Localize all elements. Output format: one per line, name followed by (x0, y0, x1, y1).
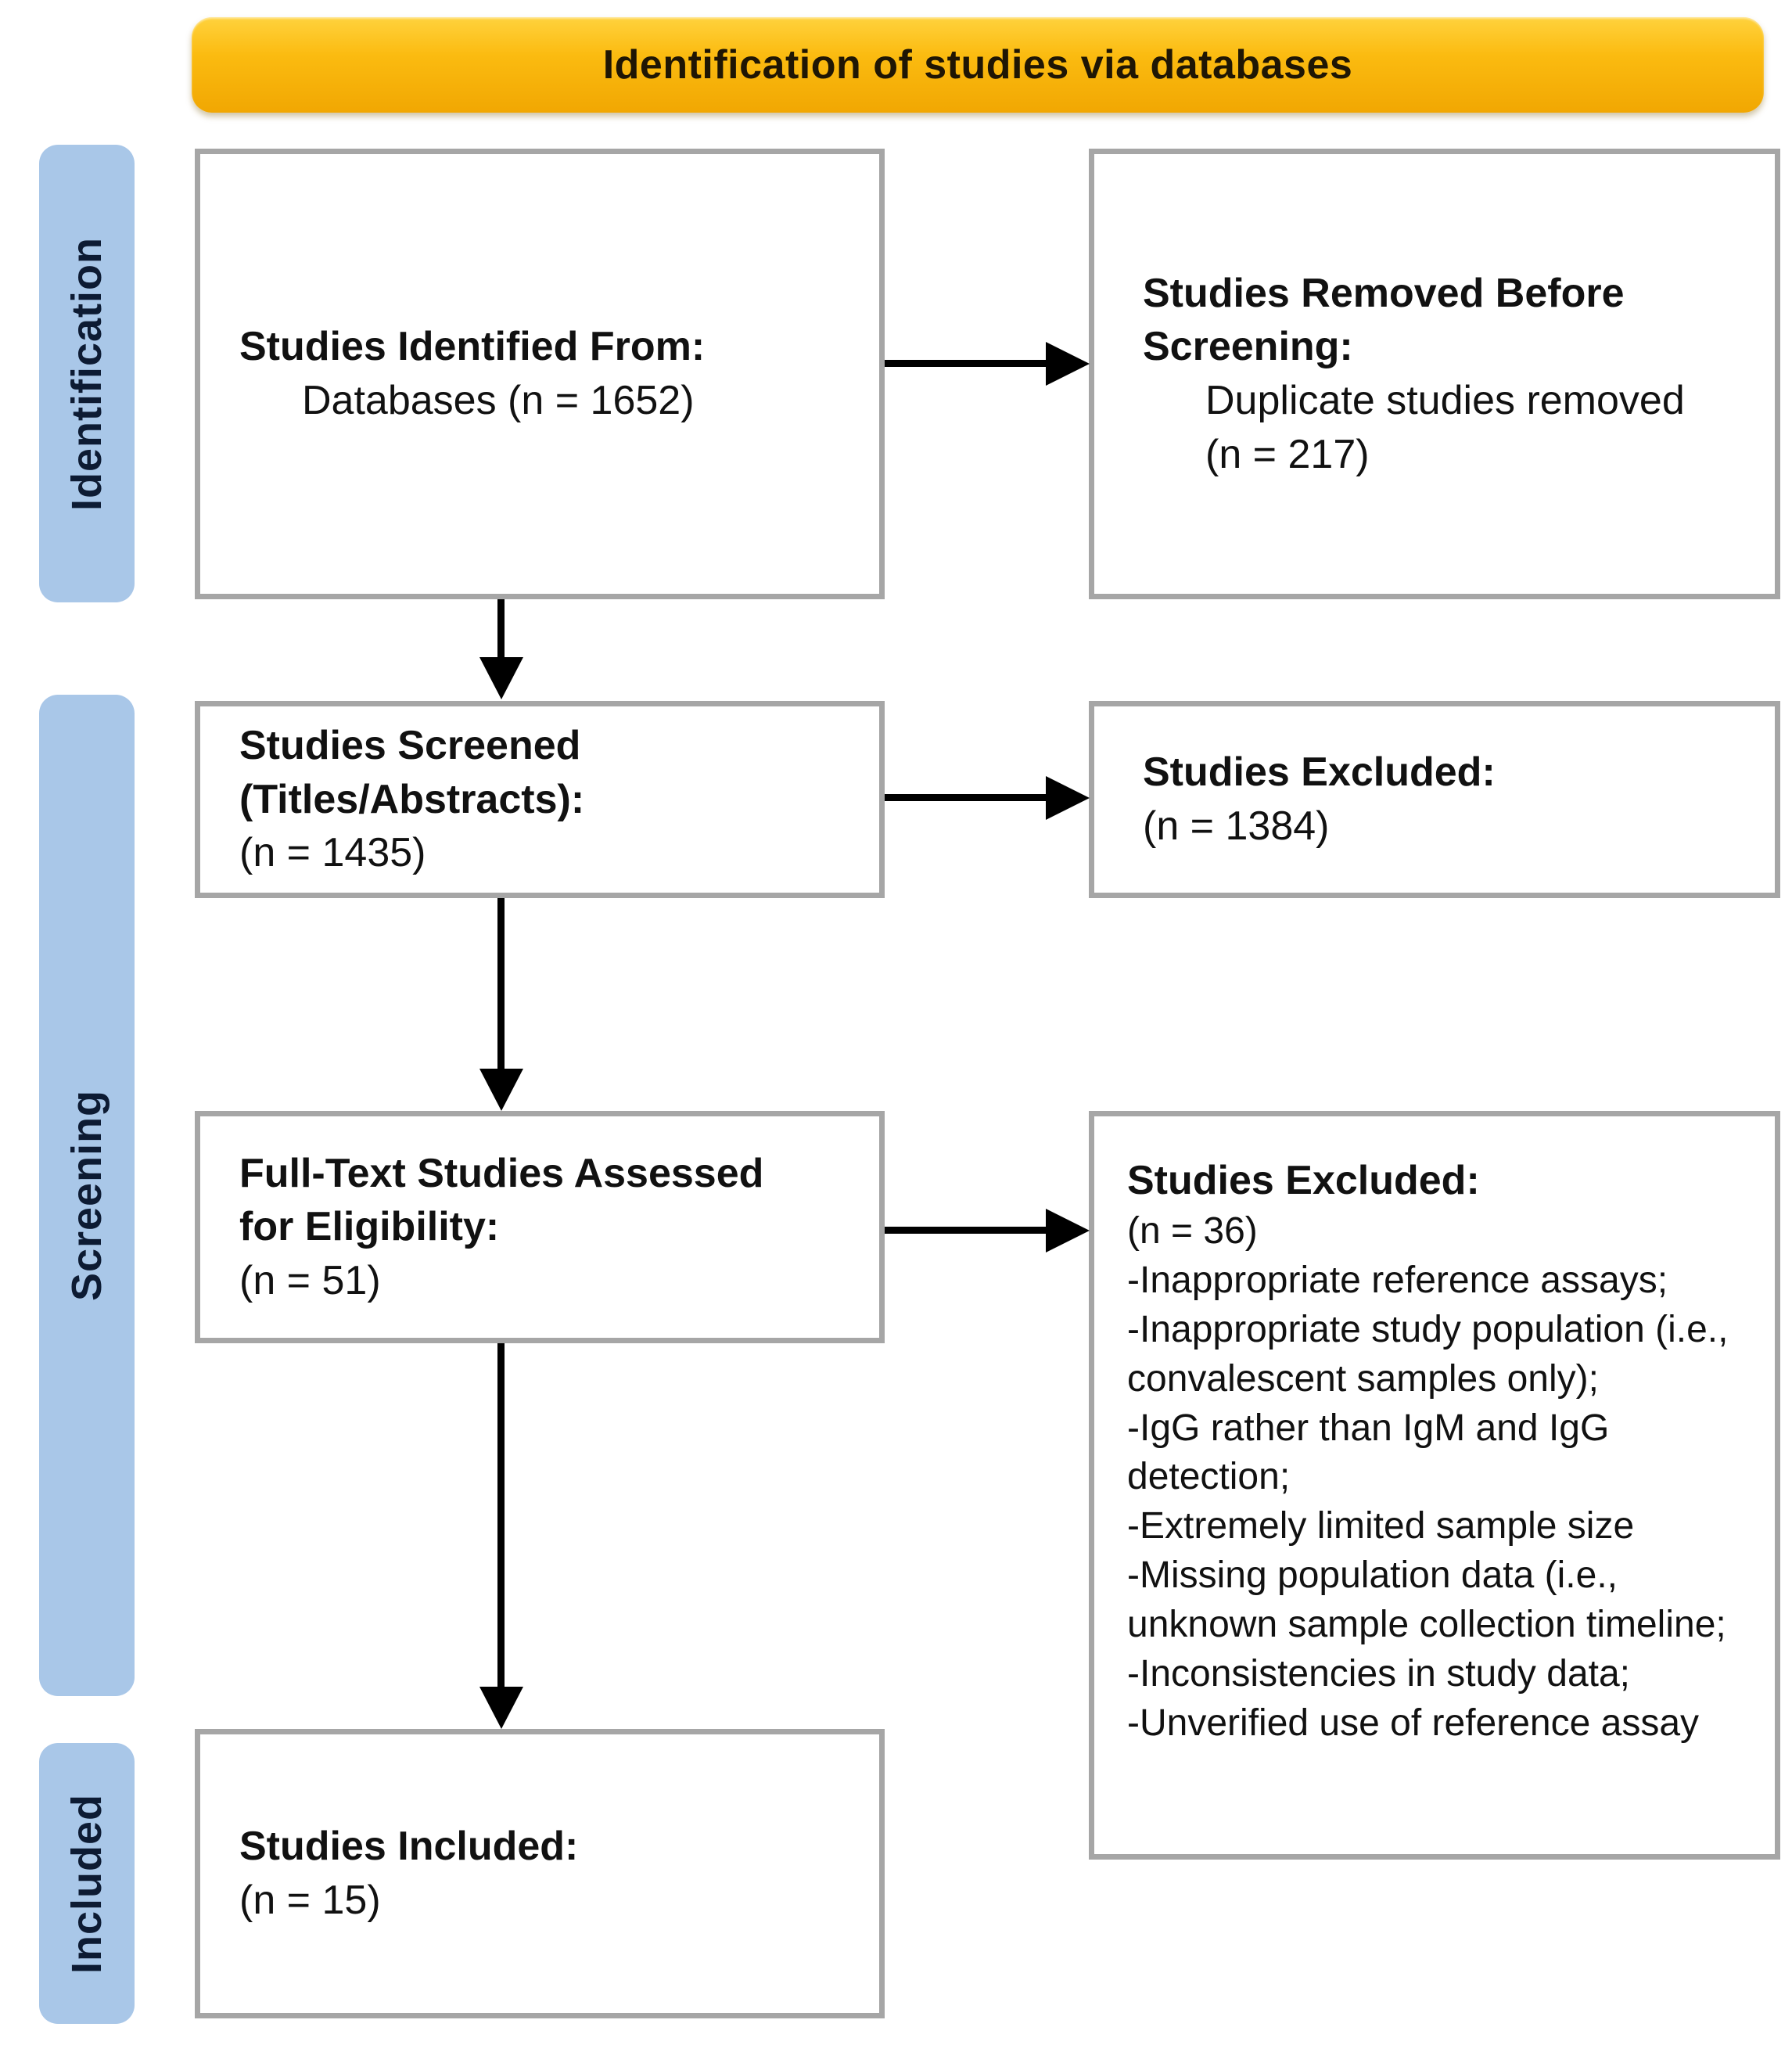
box-count: (n = 36) (1127, 1210, 1258, 1253)
exclusion-reason: -Extremely limited sample size (1127, 1505, 1635, 1547)
exclusion-reason: -Missing population data (i.e., unknown … (1127, 1554, 1726, 1646)
arrow-screened-to-excluded (885, 794, 1047, 801)
box-heading: Studies Screened (239, 723, 581, 769)
box-heading: Studies Excluded: (1127, 1158, 1480, 1203)
box-body-line: Databases (n = 1652) (302, 378, 695, 423)
banner: Identification of studies via databases (192, 17, 1764, 113)
box-heading: Studies Excluded: (1143, 749, 1496, 796)
box-heading: for Eligibility: (239, 1204, 500, 1250)
exclusion-reason: -IgG rather than IgM and IgG detection; (1127, 1407, 1610, 1498)
box-body-line: (n = 1384) (1143, 803, 1330, 849)
box-studies-screened: Studies Screened (Titles/Abstracts): (n … (195, 701, 885, 898)
box-heading: Screening: (1143, 324, 1353, 370)
box-heading: (Titles/Abstracts): (239, 776, 585, 822)
stage-label-identification: Identification (63, 236, 110, 511)
box-heading: Studies Identified From: (239, 324, 706, 370)
stage-bar-included: Included (39, 1743, 135, 2024)
exclusion-reason: -Inappropriate reference assays; (1127, 1259, 1668, 1301)
box-studies-identified: Studies Identified From: Databases (n = … (195, 149, 885, 599)
box-studies-removed-before-screening: Studies Removed Before Screening: Duplic… (1089, 149, 1780, 599)
box-heading: Full-Text Studies Assessed (239, 1150, 764, 1196)
box-body-line: (n = 51) (239, 1257, 381, 1303)
arrow-identified-to-removed (885, 360, 1047, 367)
box-body-line: (n = 1435) (239, 830, 426, 876)
box-heading: Studies Removed Before (1143, 270, 1625, 316)
stage-bar-identification: Identification (39, 145, 135, 602)
box-studies-excluded-fulltext: Studies Excluded: (n = 36) -Inappropriat… (1089, 1111, 1780, 1860)
arrow-identified-to-screened (497, 599, 505, 659)
box-heading: Studies Included: (239, 1824, 579, 1870)
box-studies-excluded-screening: Studies Excluded: (n = 1384) (1089, 701, 1780, 898)
box-body-line: (n = 217) (1205, 431, 1370, 477)
arrow-fulltext-to-included (497, 1343, 505, 1688)
exclusion-reason: -Inappropriate study population (i.e., c… (1127, 1308, 1729, 1400)
stage-label-screening: Screening (63, 1089, 110, 1302)
stage-label-included: Included (63, 1793, 110, 1974)
banner-title: Identification of studies via databases (602, 42, 1353, 88)
arrow-screened-to-fulltext (497, 898, 505, 1070)
box-body-line: (n = 15) (239, 1878, 381, 1923)
stage-bar-screening: Screening (39, 695, 135, 1696)
box-body-line: Duplicate studies removed (1205, 378, 1685, 423)
exclusion-reason: -Unverified use of reference assay (1127, 1702, 1700, 1744)
box-fulltext-assessed: Full-Text Studies Assessed for Eligibili… (195, 1111, 885, 1343)
arrow-fulltext-to-excluded (885, 1227, 1047, 1234)
box-studies-included: Studies Included: (n = 15) (195, 1729, 885, 2018)
exclusion-reason: -Inconsistencies in study data; (1127, 1652, 1631, 1695)
